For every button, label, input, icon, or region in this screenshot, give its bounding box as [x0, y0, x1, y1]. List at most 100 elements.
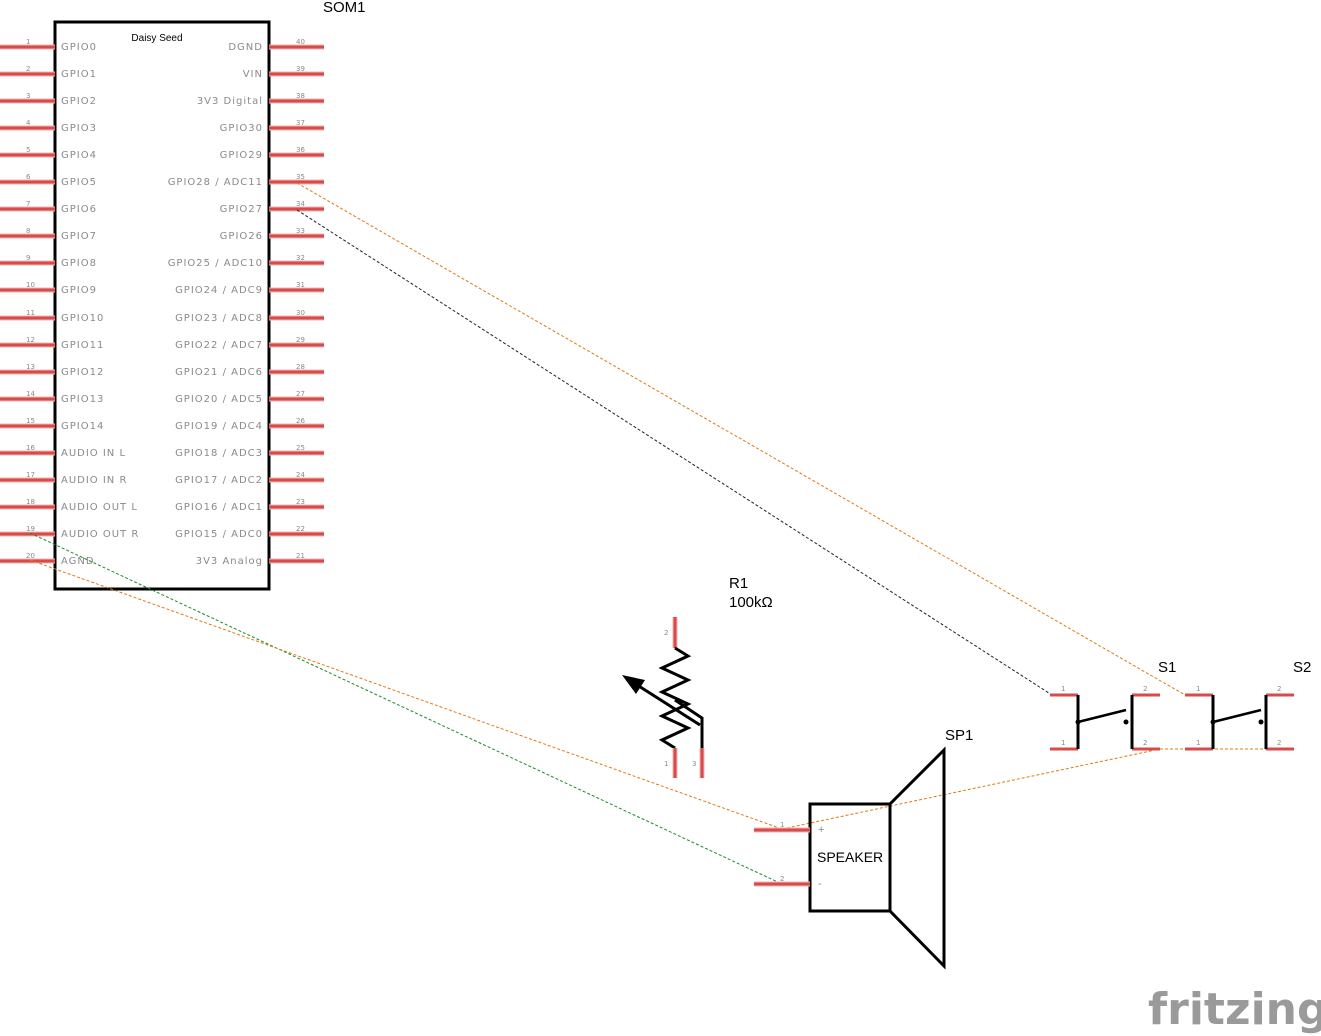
pin-number: 3	[26, 92, 30, 100]
sp1-part[interactable]: SP1 SPEAKER + - 1 2	[754, 727, 973, 970]
wire-gpio27-s1[interactable]	[296, 209, 1053, 696]
pin-label: GPIO6	[61, 204, 97, 215]
pin-number: 15	[26, 417, 35, 425]
pin-label: GPIO4	[61, 150, 97, 161]
pin-label: GPIO15 / ADC0	[175, 529, 263, 540]
svg-text:2: 2	[1277, 685, 1281, 693]
s2-part[interactable]: S2 1 2 1 2	[1185, 659, 1311, 751]
r1-zigzag	[658, 646, 692, 750]
r1-part[interactable]: R1 100kΩ 2 1 3	[622, 575, 773, 778]
r1-ref: R1	[729, 575, 748, 592]
svg-text:1: 1	[1061, 685, 1065, 693]
pin-label: GPIO18 / ADC3	[175, 448, 263, 459]
pin-number: 23	[296, 498, 305, 506]
pin-label: GPIO12	[61, 367, 104, 378]
pin-label: GPIO27	[220, 204, 263, 215]
pin-number: 18	[26, 498, 35, 506]
pin-label: GPIO14	[61, 421, 104, 432]
svg-text:1: 1	[1196, 739, 1200, 747]
pin-number: 4	[26, 119, 31, 127]
pin-number: 9	[26, 254, 30, 262]
wire-audioout-speaker-minus[interactable]	[29, 532, 783, 885]
s1-part[interactable]: S1 1 2 1 2	[1050, 659, 1176, 751]
pin-label: VIN	[243, 69, 263, 80]
sp1-ref: SP1	[945, 727, 973, 744]
r1-pin3-num: 3	[692, 760, 696, 768]
pin-number: 7	[26, 200, 30, 208]
pin-number: 40	[296, 38, 305, 46]
pin-label: GPIO5	[61, 177, 97, 188]
wire-gpio28-s2[interactable]	[296, 182, 1186, 696]
pin-number: 30	[296, 309, 305, 317]
pin-label: GPIO2	[61, 96, 97, 107]
r1-arrow-icon	[622, 675, 645, 694]
sp1-pin2-num: 2	[780, 875, 784, 883]
svg-text:2: 2	[1143, 685, 1147, 693]
pin-number: 2	[26, 65, 30, 73]
wire-speaker-plus-s1[interactable]	[781, 748, 1161, 830]
som1-body	[53, 20, 271, 591]
fritzing-logo: fritzing	[1148, 984, 1321, 1035]
pin-number: 27	[296, 390, 305, 398]
pin-number: 8	[26, 227, 30, 235]
pin-label: DGND	[228, 42, 263, 53]
pin-label: GPIO13	[61, 394, 104, 405]
pin-number: 10	[26, 281, 35, 289]
sp1-plus: +	[818, 824, 824, 836]
pin-label: GPIO19 / ADC4	[175, 421, 263, 432]
som1-name: Daisy Seed	[131, 33, 182, 44]
r1-arrow-shaft	[633, 681, 701, 727]
pin-label: GPIO11	[61, 340, 104, 351]
pin-number: 22	[296, 525, 305, 533]
pin-label: GPIO8	[61, 258, 97, 269]
sp1-minus: -	[818, 878, 822, 890]
wire-agnd-speaker-plus[interactable]	[29, 559, 783, 830]
pin-label: AGND	[61, 556, 95, 567]
pin-number: 36	[296, 146, 305, 154]
pin-label: GPIO23 / ADC8	[175, 313, 263, 324]
pin-number: 39	[296, 65, 305, 73]
pin-number: 1	[26, 38, 30, 46]
